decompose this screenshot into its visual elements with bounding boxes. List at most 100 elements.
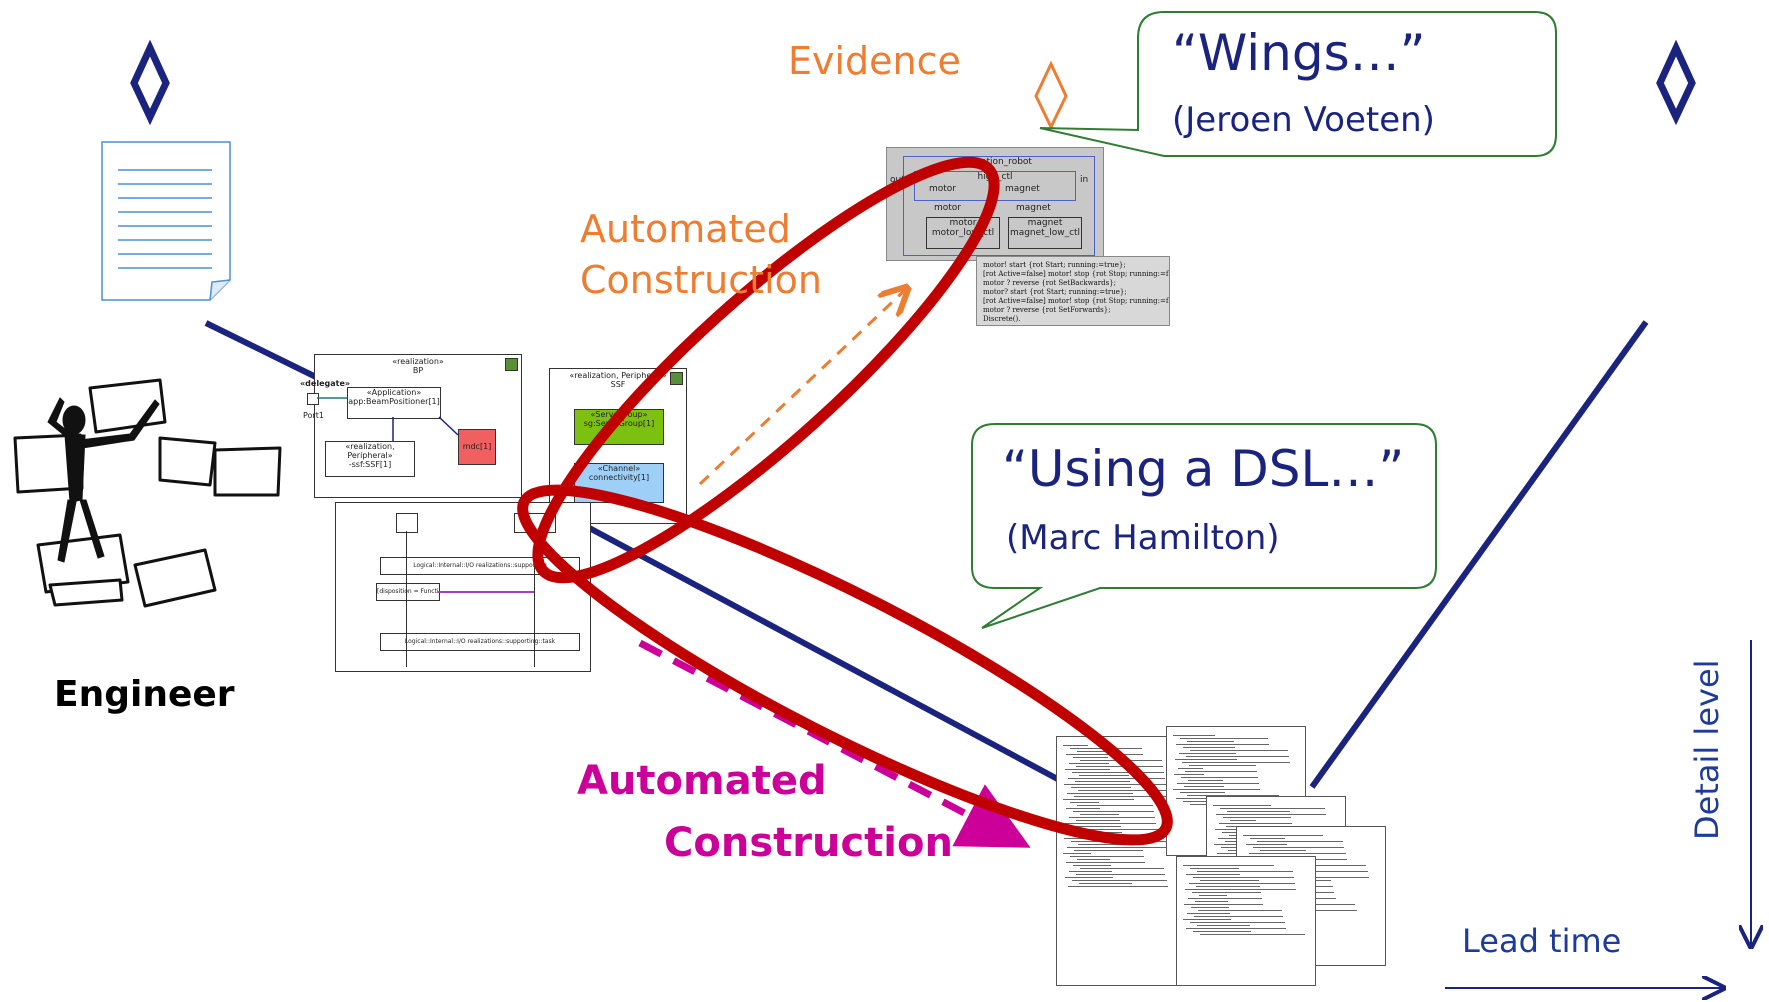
code-scribble [1185,889,1296,890]
channel-part: «Channel» connectivity[1] [574,463,664,503]
automated-top-line1: Automated [580,207,791,251]
code-scribble [1079,775,1130,776]
robot-high-ctl: high_ctl motor magnet [914,171,1076,201]
ssf-name: SSF [610,380,626,389]
uml-bp-block: «realization» BP «delegate» Port1 «Appli… [300,354,522,498]
engineer-figure-icon [13,378,282,608]
code-scribble [1064,838,1124,839]
code-scribble [1199,895,1227,896]
code-scribble [1257,841,1343,842]
code-scribble [1174,774,1205,775]
mdc-part: mdc[1] [458,429,496,465]
code-scribble [1068,778,1166,779]
lifeline-head-right [514,513,556,533]
code-scribble [1216,814,1326,815]
code-scribble [1200,934,1305,935]
automated-top-line2: Construction [580,258,822,303]
diamond-right [1656,39,1696,126]
bp-corner-icon [505,358,518,371]
app-part: «Application» app:BeamPositioner[1] [347,387,441,419]
robot-code-line: motor ? reverse {rot SetBackwards}; [983,279,1116,287]
code-scribble [1065,877,1113,878]
bp-port-square [307,393,319,405]
robot-code-line: Discrete(). [983,315,1021,323]
periph-stereotype: «realization, Peripheral» [345,442,395,460]
automated-bottom-line1: Automated [577,758,827,804]
code-scribble [1219,823,1293,824]
v-line-right [1309,320,1649,789]
high-motor-label: motor [929,184,957,194]
code-scribble [1223,817,1292,818]
v-line-left-upper [204,320,320,381]
detail-level-label: Detail level [1688,659,1726,840]
lifeline-head-left [396,513,418,533]
code-scribble [1185,771,1257,772]
code-scribble [1069,763,1110,764]
wings-author: (Jeroen Voeten) [1172,100,1435,140]
code-scribble [1184,786,1225,787]
high-ctl-label: high_ctl [977,172,1013,182]
code-scribble [1173,735,1215,736]
bp-delegate: «delegate» [300,379,351,388]
code-scribble [1073,757,1109,758]
code-scribble [1070,802,1099,803]
code-scribble [1227,811,1290,812]
code-scribble [1249,853,1346,854]
robot-code-block: motor! start {rot Start; running:=true};… [976,256,1170,326]
code-scribble [1080,760,1162,761]
motor-low-name: motor_low_ctl [931,228,995,238]
code-scribble [1066,862,1146,863]
periph-name: -ssf:SSF[1] [348,460,392,469]
code-scribble [1077,751,1108,752]
generated-code-pages [1056,726,1386,996]
code-scribble [1076,820,1121,821]
code-scribble [1253,847,1345,848]
code-scribble [1193,931,1251,932]
code-scribble [1183,919,1231,920]
motor-low-type: motor [949,218,977,228]
code-scribble [1179,753,1236,754]
code-scribble [1243,835,1324,836]
code-scribble [1066,754,1143,755]
code-scribble [1076,766,1163,767]
code-scribble [1198,910,1283,911]
code-scribble [1070,748,1142,749]
code-scribble [1220,808,1325,809]
uml-ssf-block: «realization, Peripheral» SSF «ServoGrou… [549,368,687,524]
automated-construction-top: Automated Construction [580,204,822,307]
code-scribble [1064,784,1167,785]
bp-stereotype: «realization» [392,357,444,366]
code-scribble [1069,871,1112,872]
servo-group-part: «ServoGroup» sg:ServoGroup[1] [574,409,664,445]
code-scribble [1076,874,1166,875]
robot-code-line: motor ? reverse {rot SetForwards}; [983,306,1111,314]
code-scribble [1067,847,1178,848]
code-scribble [1188,898,1263,899]
uml-sequence-diagram: Logical::Internal::I/O realizations::sup… [335,502,591,672]
code-scribble [1187,795,1279,796]
code-scribble [1187,741,1234,742]
robot-in: in [1080,175,1089,185]
code-scribble [1063,745,1089,746]
robot-code-line: motor? start {rot Start; running:=true}; [983,288,1127,296]
seq-guard: [disposition = Function(position)] [376,583,440,601]
code-scribble [1176,798,1227,799]
code-scribble [1183,747,1235,748]
code-scribble [1068,886,1168,887]
document-icon [101,141,231,301]
code-scribble [1197,925,1250,926]
code-scribble [1189,765,1256,766]
code-scribble [1071,841,1177,842]
seq-frame-2: Logical::Internal::I/O realizations::sup… [380,633,580,651]
code-scribble [1079,829,1175,830]
magnet-low-name: magnet_low_ctl [1009,228,1081,238]
code-scribble [1189,883,1295,884]
code-scribble [1078,844,1143,845]
code-scribble [1063,853,1091,854]
code-scribble [1186,928,1286,929]
code-scribble [1067,793,1133,794]
code-scribble [1079,883,1132,884]
lead-time-label: Lead time [1462,922,1622,960]
code-scribble [1073,865,1111,866]
robot-out: out [890,175,905,185]
